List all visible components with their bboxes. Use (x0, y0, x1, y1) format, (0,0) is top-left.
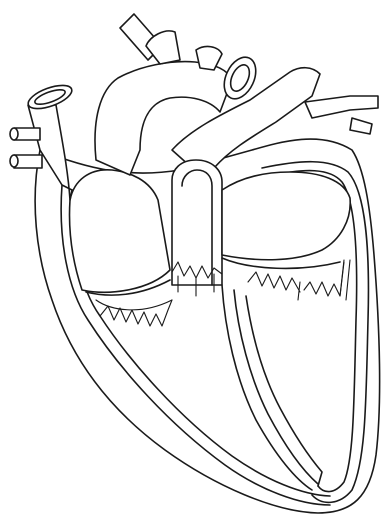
pulmonary-vein-lower-end (10, 155, 18, 167)
pulmonary-artery-branch (350, 118, 372, 134)
pulmonary-artery-right (305, 96, 378, 118)
pulmonary-vein-upper-end (10, 128, 18, 140)
